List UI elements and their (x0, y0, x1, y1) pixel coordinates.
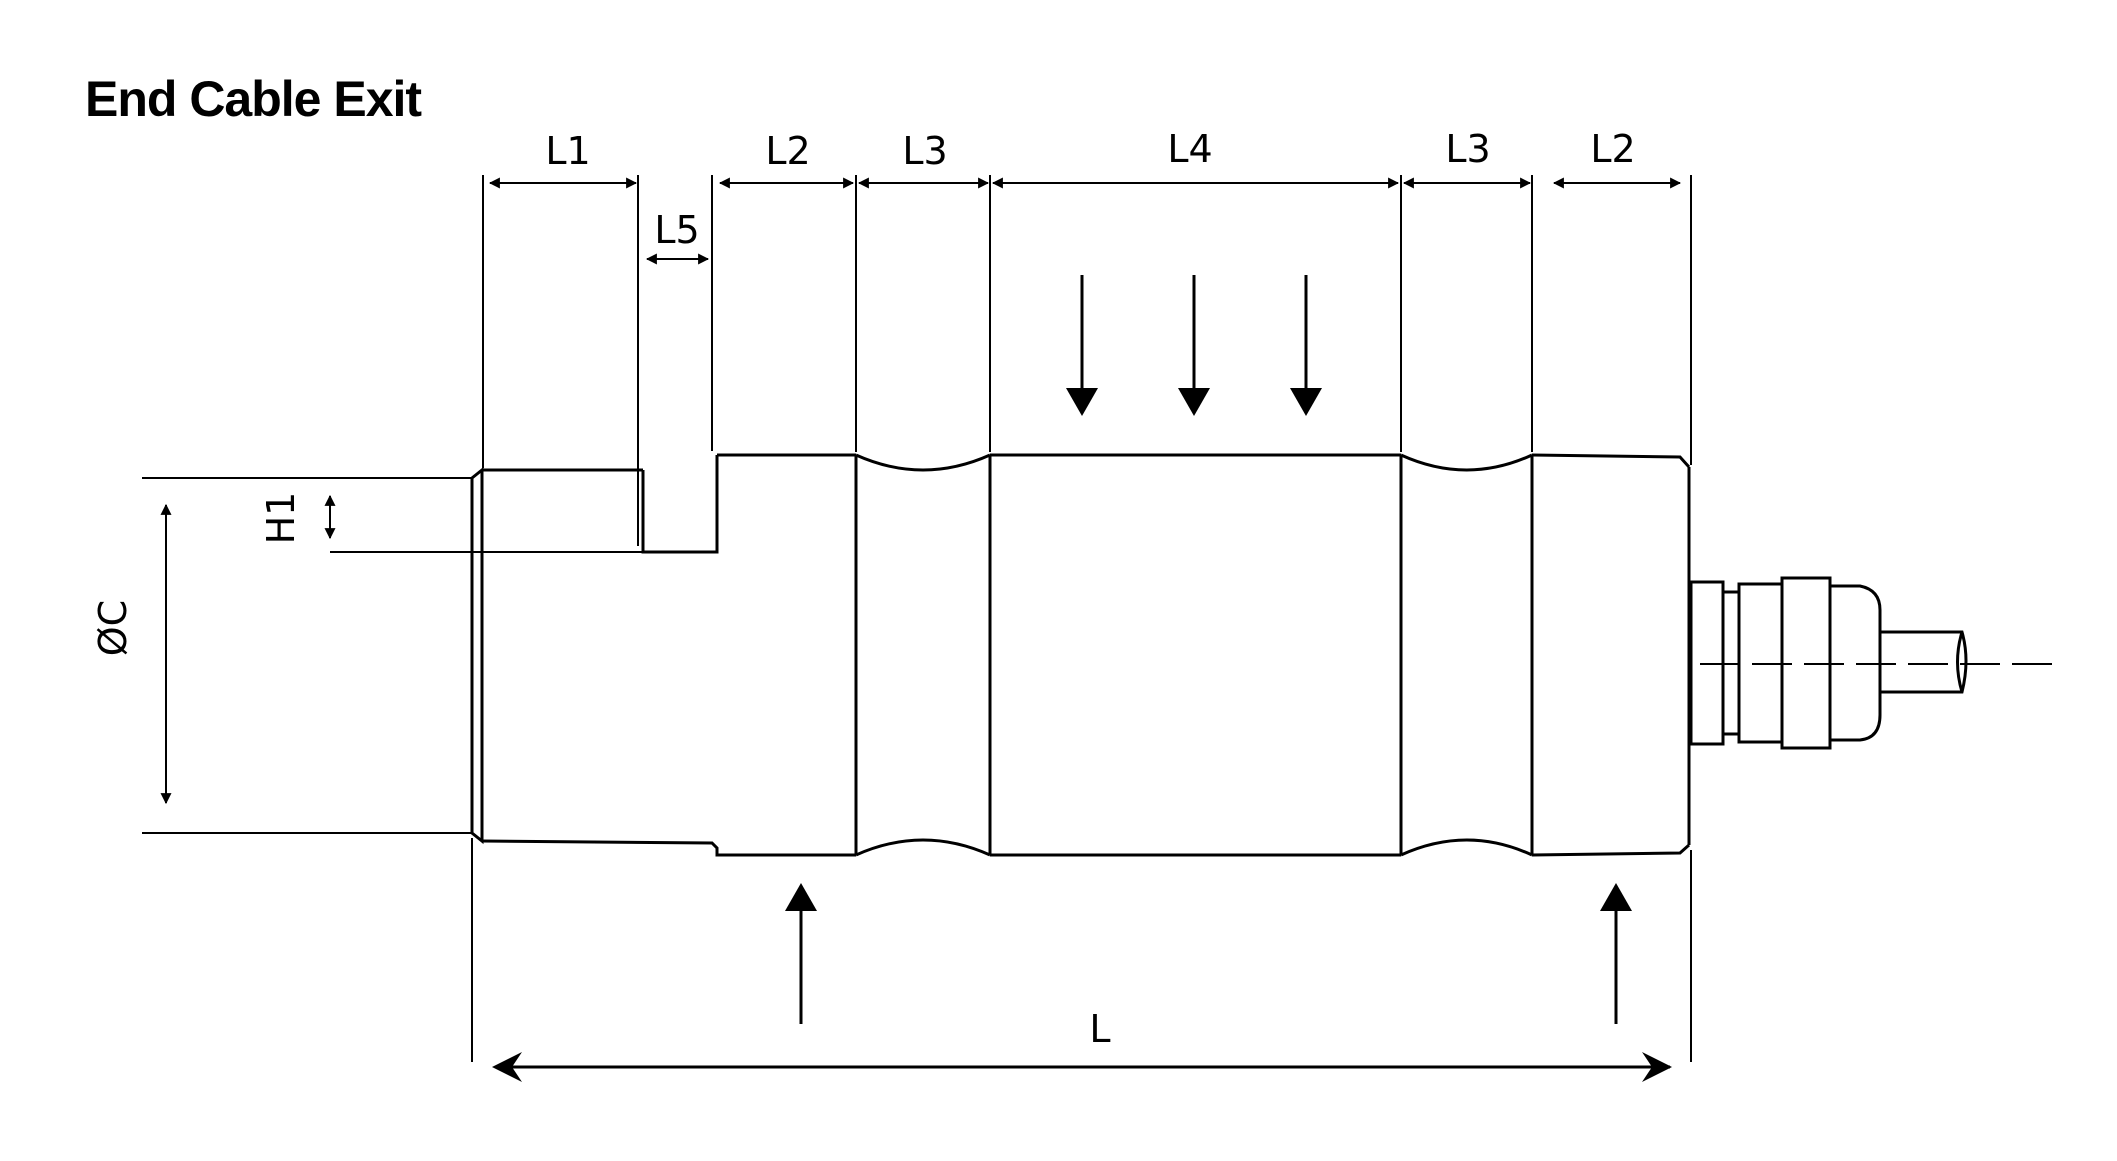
right-arrowhead-icon (1642, 1052, 1672, 1082)
label-diameter: ØC (91, 600, 135, 656)
label-l1: L1 (545, 129, 590, 173)
label-l2-left: L2 (765, 129, 810, 173)
label-l3-left: L3 (902, 129, 947, 173)
label-h1: H1 (259, 492, 303, 545)
label-l4: L4 (1167, 127, 1212, 171)
label-overall-length: L (1089, 1007, 1110, 1051)
up-arrow-icon (1600, 883, 1632, 911)
label-l3-right: L3 (1445, 127, 1490, 171)
dimension-lines (160, 177, 1682, 1082)
diagram-title: End Cable Exit (85, 71, 422, 127)
extension-lines (142, 175, 1692, 1062)
label-l2-right: L2 (1590, 127, 1635, 171)
down-arrow-icon (1066, 388, 1098, 416)
up-arrow-icon (785, 883, 817, 911)
left-arrowhead-icon (492, 1052, 522, 1082)
label-l5: L5 (654, 208, 699, 252)
load-arrows (785, 275, 1632, 1024)
down-arrow-icon (1178, 388, 1210, 416)
cable-gland (1689, 576, 2055, 750)
down-arrow-icon (1290, 388, 1322, 416)
cylinder-body (470, 453, 1691, 857)
